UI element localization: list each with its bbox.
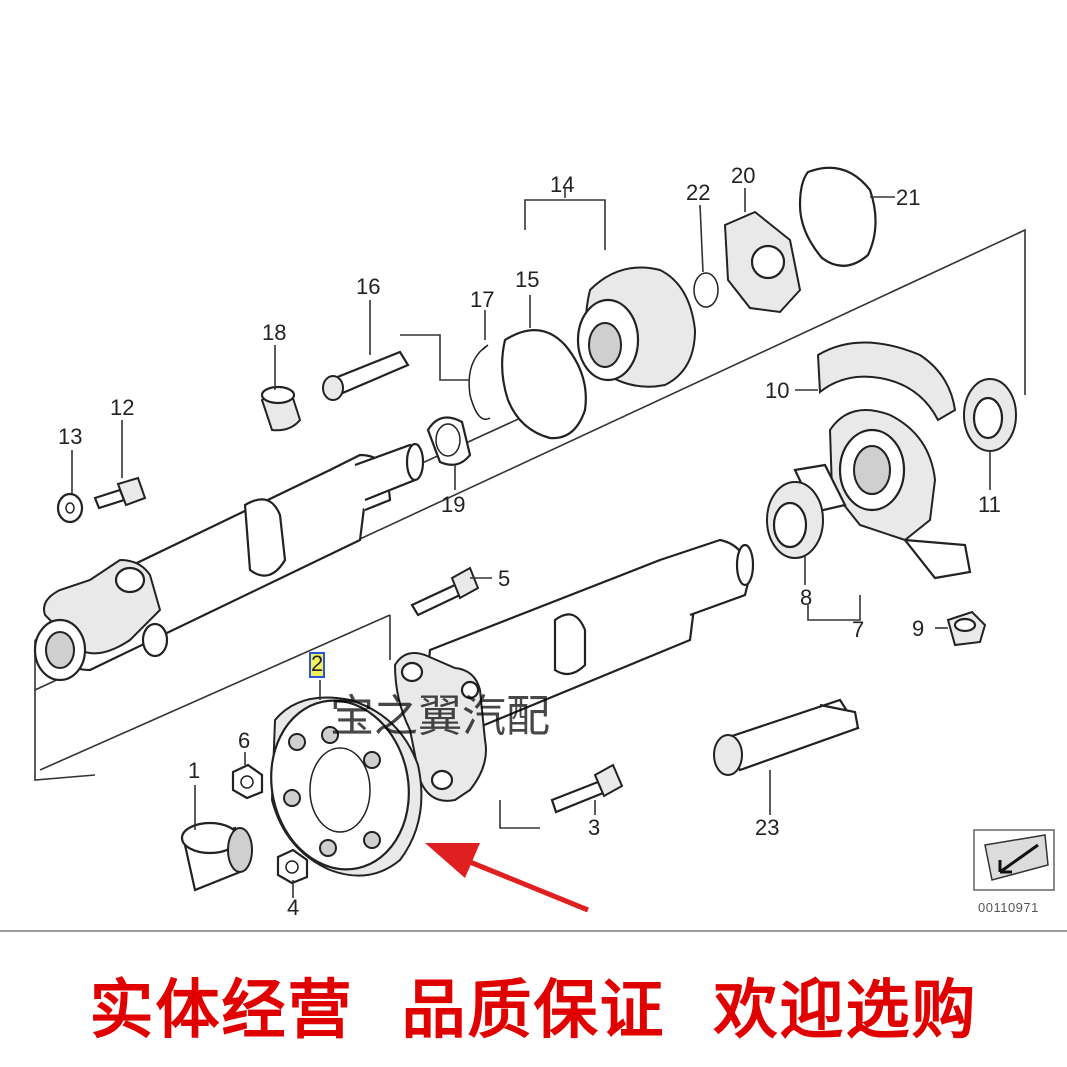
flex-disc xyxy=(270,696,423,877)
part-number-13: 13 xyxy=(58,424,82,449)
part-number-5: 5 xyxy=(498,566,510,591)
circlip-17 xyxy=(468,344,491,420)
joint-14 xyxy=(576,266,697,388)
part-number-11: 11 xyxy=(978,492,1001,517)
gasket-15 xyxy=(501,329,587,440)
part-number-1: 1 xyxy=(188,758,200,783)
bushing-18 xyxy=(260,385,302,432)
highlighted-part-box xyxy=(309,652,325,678)
part-number-21: 21 xyxy=(896,185,920,210)
gasket-21 xyxy=(798,166,877,267)
seal-11 xyxy=(963,378,1017,452)
bolt-3 xyxy=(550,763,624,814)
part-number-22: 22 xyxy=(686,180,710,205)
slogan-phrase-1: 实体经营 xyxy=(89,973,354,1048)
slogan-bar: 实体经营 品质保证 欢迎选购 xyxy=(0,950,1067,1060)
part-number-9: 9 xyxy=(912,616,924,641)
bolt-12 xyxy=(93,476,147,510)
part-number-23: 23 xyxy=(755,815,779,840)
part-number-6: 6 xyxy=(238,728,250,753)
bolt-5 xyxy=(410,566,480,617)
sleeve xyxy=(180,821,253,892)
leader-lines xyxy=(71,188,991,898)
nut-9 xyxy=(946,610,987,647)
part-number-8: 8 xyxy=(800,585,812,610)
divider xyxy=(0,930,1067,932)
nut-6 xyxy=(231,763,264,800)
nut-4 xyxy=(276,848,309,885)
bearing-8 xyxy=(766,481,824,559)
part-number-10: 10 xyxy=(765,378,789,403)
clamp-19 xyxy=(426,416,472,466)
circlip-22 xyxy=(693,272,719,308)
part-number-20: 20 xyxy=(731,163,755,188)
watermark-text: 宝之翼汽配 xyxy=(330,691,550,742)
joint-star-20 xyxy=(723,210,802,314)
part-number-15: 15 xyxy=(515,267,539,292)
part-number-16: 16 xyxy=(356,274,380,299)
part-number-19: 19 xyxy=(441,492,465,517)
part-number-14: 14 xyxy=(550,172,574,197)
center-bearing-7 xyxy=(793,409,972,580)
cover-10 xyxy=(816,341,957,422)
diagram-corner-icon xyxy=(973,829,1055,891)
part-number-12: 12 xyxy=(110,395,134,420)
part-number-17: 17 xyxy=(470,287,494,312)
part-number-4: 4 xyxy=(287,895,299,920)
part-number-2: 2 xyxy=(311,651,324,676)
diagram-code: 00110971 xyxy=(978,900,1039,915)
part-number-3: 3 xyxy=(588,815,600,840)
slogan-phrase-2: 品质保证 xyxy=(401,973,666,1048)
rear-shaft xyxy=(393,538,755,802)
part-number-18: 18 xyxy=(262,320,286,345)
part-number-7: 7 xyxy=(852,617,864,642)
grease-tube-23 xyxy=(713,698,860,776)
slogan-phrase-3: 欢迎选购 xyxy=(713,973,978,1048)
pin-16 xyxy=(322,350,410,401)
washer-13 xyxy=(56,492,84,524)
front-shaft xyxy=(33,442,425,682)
red-arrow xyxy=(425,843,589,913)
